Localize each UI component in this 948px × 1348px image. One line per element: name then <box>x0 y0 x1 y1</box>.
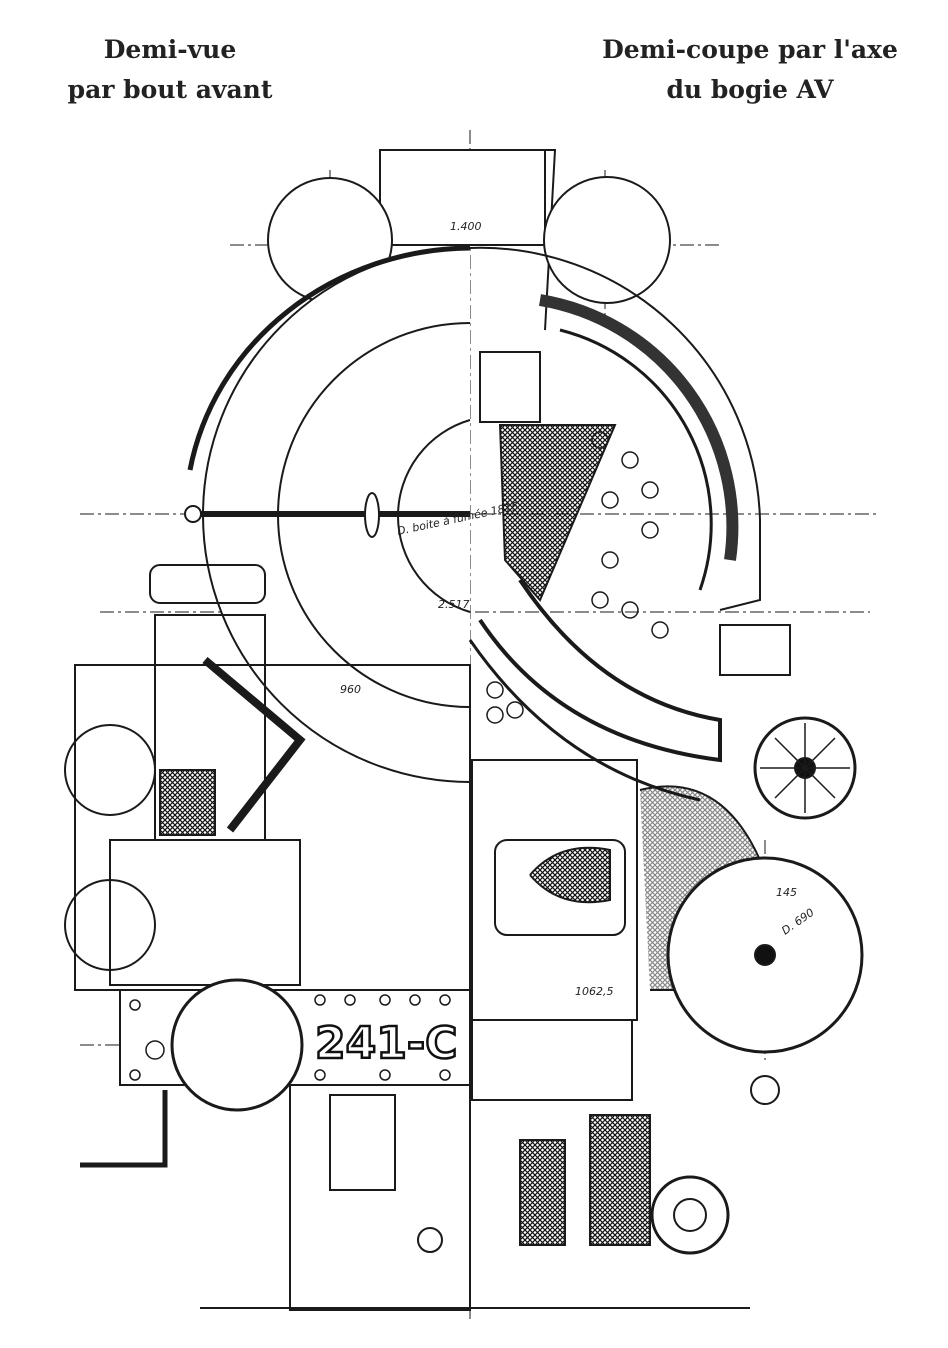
dim-half-width: 960 <box>340 683 361 696</box>
buffer <box>170 978 304 1112</box>
number-plate: 241-C <box>315 1018 457 1069</box>
firebox-hatched <box>498 424 617 602</box>
caption-half-view: Demi-vue par bout avant <box>30 30 310 110</box>
chimney <box>379 149 557 331</box>
caption-half-section: Demi-coupe par l'axe du bogie AV <box>575 30 925 110</box>
boiler-section-outer <box>469 246 761 611</box>
dome-right <box>543 176 671 304</box>
caption-left-line1: Demi-vue <box>103 35 237 64</box>
steam-pipe <box>478 578 722 763</box>
lamp-left <box>64 724 156 816</box>
caption-right-line2: du bogie AV <box>666 75 834 104</box>
caption-right-line1: Demi-coupe par l'axe <box>602 35 898 64</box>
caption-left-line2: par bout avant <box>67 75 273 104</box>
dim-bogie-height: 1062,5 <box>575 985 614 998</box>
construction-lines <box>80 130 880 1320</box>
dim-wheel-radius: 145 <box>776 886 797 899</box>
dim-height: 2.517 <box>438 598 470 611</box>
axle-box <box>650 1175 730 1255</box>
boiler-tubes <box>486 431 669 724</box>
brake-gear-section <box>589 1114 651 1246</box>
crosshead-link <box>202 656 306 833</box>
dim-chimney: 1.400 <box>450 220 482 233</box>
handrail <box>187 245 471 471</box>
